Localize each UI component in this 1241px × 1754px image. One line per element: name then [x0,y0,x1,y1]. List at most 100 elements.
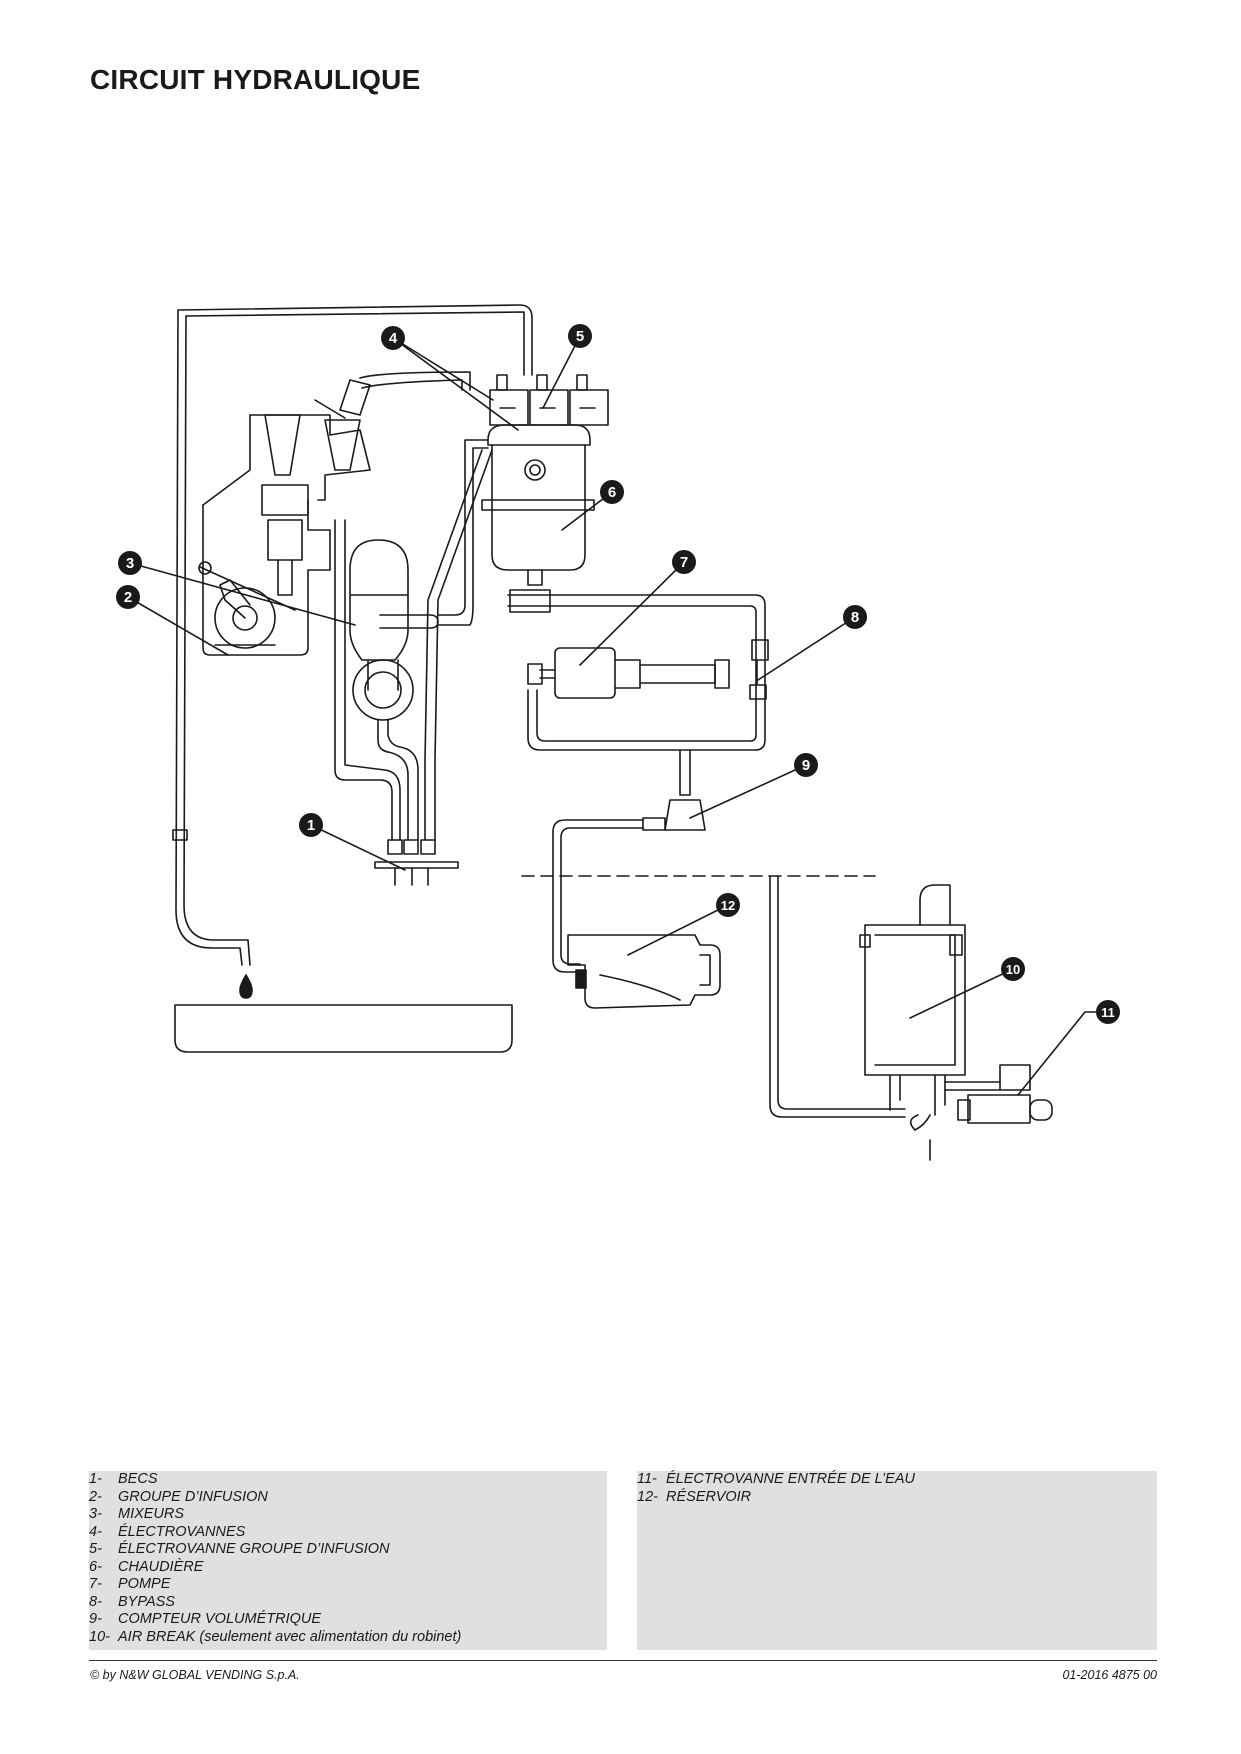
reservoir [567,934,721,1009]
leader-9 [689,764,807,819]
svg-text:5: 5 [576,328,584,345]
leader-1 [310,824,406,871]
volumetric-meter [642,749,706,831]
bypass [749,639,769,700]
pipe-top-loop-inner [185,311,525,376]
svg-text:3: 3 [126,555,134,572]
pipe-boiler-pump [507,594,766,751]
svg-text:10: 10 [1006,962,1020,977]
legend-item: 1- BECS [89,1471,607,1489]
fitting-t [509,589,551,613]
legend-item: 4- ÉLECTROVANNES [89,1524,607,1542]
pipe-mixer-down-2 [344,519,401,841]
callout-6: 6 [600,480,624,504]
legend-num: 2- [89,1488,102,1505]
callout-12: 12 [716,893,740,917]
leader-12 [627,904,729,956]
svg-text:2: 2 [124,589,132,606]
legend-label: ÉLECTROVANNES [118,1523,246,1540]
svg-text:7: 7 [680,554,688,571]
pipe-airbreak-meter-2 [777,875,906,1110]
svg-text:11: 11 [1101,1005,1115,1020]
legend-num: 6- [89,1558,102,1575]
legend-num: 1- [89,1471,102,1487]
svg-text:8: 8 [851,609,859,626]
legend-num: 8- [89,1593,102,1610]
legend-num: 5- [89,1541,102,1557]
solenoid-valves [489,374,609,426]
legend-item: 7- POMPE [89,1576,607,1594]
legend-label: COMPTEUR VOLUMÉTRIQUE [118,1611,322,1627]
callout-markers: 1 2 3 4 5 6 7 8 9 10 11 12 [116,324,1120,1024]
svg-text:6: 6 [608,484,616,501]
legend-label: ÉLECTROVANNE ENTRÉE DE L’EAU [666,1471,915,1487]
leader-7 [579,561,685,666]
legend-label: POMPE [118,1576,171,1592]
legend-label: ÉLECTROVANNE GROUPE D’INFUSION [118,1541,390,1557]
pipe-top-loop [177,304,533,376]
boiler [481,424,595,586]
legend-left: 1- BECS 2- GROUPE D’INFUSION 3- MIXEURS 4- É… [89,1471,607,1650]
pipe-meter-reservoir [552,819,644,973]
legend-label: BECS [118,1471,158,1487]
pump [527,647,730,699]
pipe-valve-to-brewer [359,371,471,391]
pipe-boiler-pump-2 [507,605,757,742]
legend-num: 9- [89,1611,102,1627]
pipe-airbreak-meter [769,875,906,1118]
svg-text:12: 12 [721,898,735,913]
leader-4 [392,337,519,431]
hydraulic-circuit-diagram: 1 2 3 4 5 6 7 8 9 10 11 12 [116,304,1120,1161]
legend-item: 6-CHAUDIÈRE [89,1559,607,1577]
pipe-left-drop-inner [183,315,251,966]
page-title: CIRCUIT HYDRAULIQUE [90,64,421,95]
legend-item: 12-RÉSERVOIR [637,1489,1157,1507]
pipe-boiler-to-spout-2 [434,449,493,841]
leader-5 [542,335,581,409]
legend-num: 12- [637,1488,658,1505]
leader-2 [127,596,229,656]
pipe-mixer-center-2 [387,719,419,841]
legend-label: MIXEURS [118,1506,185,1522]
legend-label: GROUPE D’INFUSION [118,1488,268,1505]
legend-item: 11- ÉLECTROVANNE ENTRÉE DE L’EAU [637,1471,1157,1489]
leader-11 [1017,1011,1109,1096]
drip-tray [174,1004,513,1053]
legend-num: 4- [89,1523,102,1540]
legend-item: 5- ÉLECTROVANNE GROUPE D’INFUSION [89,1541,607,1559]
legend-num: 11- [637,1471,657,1487]
callout-10: 10 [1001,957,1025,981]
leader-3 [129,562,356,626]
legend-label: AIR BREAK (seulement avec alimentation d… [118,1628,462,1645]
pipe-mixer-feed-2 [437,447,489,626]
spouts [374,839,459,886]
footer-doc-code: 01-2016 4875 00 [1062,1668,1157,1682]
legend-num: 10- [89,1628,110,1645]
svg-text:9: 9 [802,757,810,774]
legend-right: 11- ÉLECTROVANNE ENTRÉE DE L’EAU 12-RÉSER… [637,1471,1157,1650]
legend-item: 3- MIXEURS [89,1506,607,1524]
leader-8 [757,616,856,681]
svg-text:4: 4 [389,330,398,347]
legend-item: 8-BYPASS [89,1594,607,1612]
pipe-boiler-to-spout [424,449,483,841]
brewing-unit [198,379,371,656]
callout-4: 4 [381,326,405,350]
callout-11: 11 [1096,1000,1120,1024]
callout-1: 1 [299,813,323,837]
callout-5: 5 [568,324,592,348]
air-break [859,884,966,1161]
callout-3: 3 [118,551,142,575]
inlet-solenoid [944,1064,1053,1124]
pipe-meter-reservoir-2 [560,827,644,965]
callout-2: 2 [116,585,140,609]
drip-drop [239,974,253,999]
legend-num: 3- [89,1506,102,1522]
pipe-mixer-down [334,519,393,841]
leader-10 [909,968,1014,1019]
footer-copyright: © by N&W GLOBAL VENDING S.p.A. [90,1668,300,1682]
pipe-valve-to-brewer-2 [361,379,463,391]
footer-divider [89,1660,1157,1661]
pipe-mixer-feed [437,439,489,616]
legend-num: 7- [89,1576,102,1592]
